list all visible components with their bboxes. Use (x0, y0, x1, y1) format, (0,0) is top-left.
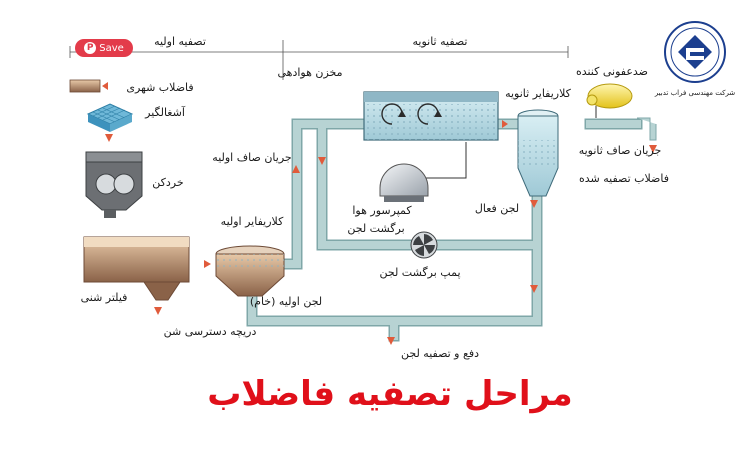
disinfection-tank (586, 83, 633, 118)
grit-chamber-label: فیلتر شنی (81, 291, 128, 304)
page-title: مراحل تصفیه فاضلاب (207, 374, 572, 414)
process-labels: فاضلاب شهری آشغالگیر خردکن فیلتر شنی دری… (81, 65, 669, 360)
grinder-label: خردکن (152, 176, 183, 189)
return-sludge-pump (410, 231, 438, 259)
air-compressor-label: کمپرسور هوا (352, 204, 412, 217)
screening-grid (86, 103, 134, 132)
return-sludge-pump-label: پمپ برگشت لجن (379, 266, 460, 279)
grit-chamber (83, 236, 190, 301)
primary-clarifier-label: کلاریفایر اولیه (221, 215, 284, 228)
return-sludge-label: برگشت لجن (347, 222, 404, 235)
outflow-pipe (637, 117, 657, 141)
secondary-clarifier-tank (517, 109, 559, 197)
primary-clarifier-tank (215, 245, 285, 297)
air-compressor (379, 163, 429, 202)
primary-effluent-flow-label: جریان صاف اولیه (212, 151, 291, 164)
company-logo-text: شرکت مهندسی فراب تدبیر (654, 89, 735, 97)
save-button[interactable]: P Save (75, 39, 133, 57)
pinterest-icon: P (84, 42, 97, 54)
disinfection-label: ضدعفونی کننده (576, 65, 648, 78)
primary-sludge-label: لجن اولیه (خام) (250, 295, 322, 308)
air-line (424, 142, 467, 179)
screening-label: آشغالگیر (144, 105, 186, 119)
aeration-tank (363, 91, 499, 141)
secondary-clarifier-label: کلاریفایر ثانویه (505, 87, 572, 100)
sludge-disposal-label: دفع و تصفیه لجن (401, 347, 479, 360)
aeration-tank-label: مخزن هوادهی (277, 66, 342, 79)
activated-sludge-label: لجن فعال (475, 202, 519, 215)
secondary-treatment-label: تصفیه ثانویه (413, 35, 468, 48)
company-logo: شرکت مهندسی فراب تدبیر (654, 21, 735, 97)
municipal-wastewater-label: فاضلاب شهری (126, 81, 193, 94)
section-header-secondary (283, 46, 569, 58)
inflow-pipe (69, 79, 101, 93)
grinder (85, 151, 143, 218)
grit-hatch-label: دریچه دسترسی شن (164, 325, 257, 338)
primary-treatment-label: تصفیه اولیه (154, 35, 206, 48)
secondary-effluent-flow-label: جریان صاف ثانویه (579, 144, 662, 157)
treated-wastewater-label: فاضلاب تصفیه شده (579, 172, 669, 185)
save-button-label: Save (99, 42, 124, 54)
